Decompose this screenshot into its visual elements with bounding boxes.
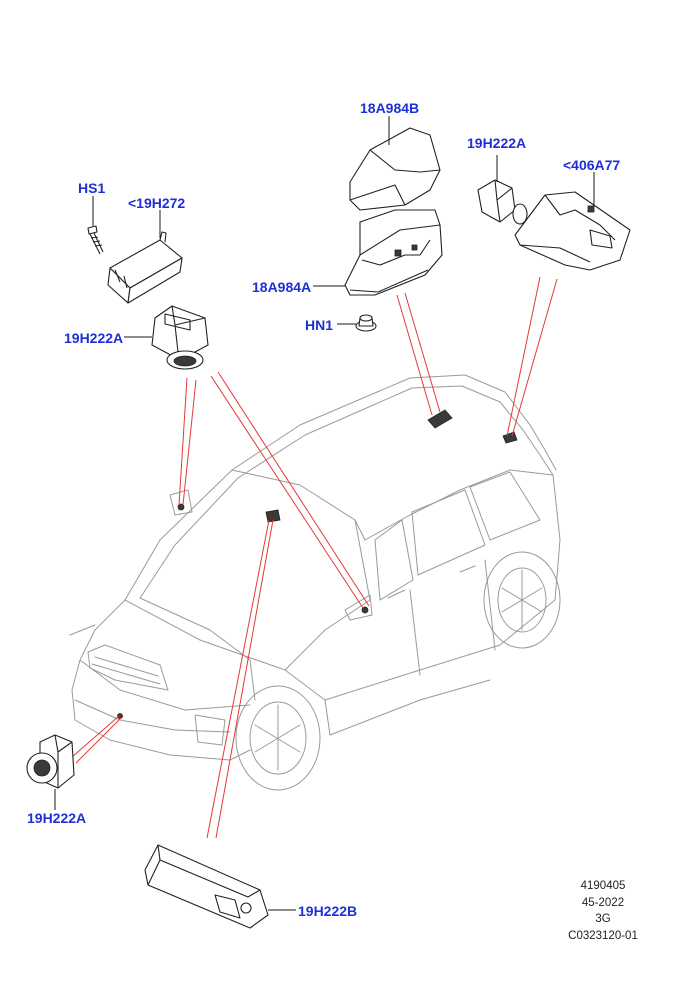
callout-19h222a-top-left[interactable]: 19H222A [64,330,124,346]
hs1-screw-part [87,196,104,255]
hn1-nut-part [337,314,377,332]
windscreen-camera-marker [265,509,281,523]
callout-hs1[interactable]: HS1 [78,180,106,196]
right-mirror-camera-marker [361,606,369,614]
19h222a-camera-top-left-part [124,305,209,370]
callout-19h222b[interactable]: 19H222B [298,903,358,919]
drawing-number: 4190405 [580,880,626,892]
18a984b-antenna-cover-part [349,116,441,211]
callout-19h222a-bottom-left[interactable]: 19H222A [27,810,87,826]
18a984a-antenna-base-part [313,209,443,296]
left-mirror-camera-marker [177,503,185,511]
drawing-date-code: 45-2022 [581,896,625,909]
drawing-id: C0323120-01 [568,929,638,942]
vehicle-outline [69,374,561,791]
callout-18a984b[interactable]: 18A984B [360,100,420,116]
callout-19h272[interactable]: <19H272 [128,195,186,211]
callout-406a77[interactable]: <406A77 [563,157,621,173]
callout-hn1[interactable]: HN1 [305,317,334,333]
roof-antenna-marker [427,409,453,429]
drawing-reference-block: 4190405 45-2022 3G C0323120-01 [558,878,648,944]
callout-18a984a[interactable]: 18A984A [252,279,312,295]
19h222b-windscreen-camera-part [144,844,296,929]
drawing-revision: 3G [595,913,611,925]
406a77-housing-part [514,172,631,271]
rear-camera-marker [502,431,518,444]
callout-19h222a-top-right[interactable]: 19H222A [467,135,527,151]
19h222a-camera-bottom-left-part [26,734,75,810]
link-lines [71,276,558,839]
19h222a-camera-top-right-part [477,155,528,225]
vehicle-sensor-markers [117,409,518,719]
19h272-module-part [107,210,183,304]
